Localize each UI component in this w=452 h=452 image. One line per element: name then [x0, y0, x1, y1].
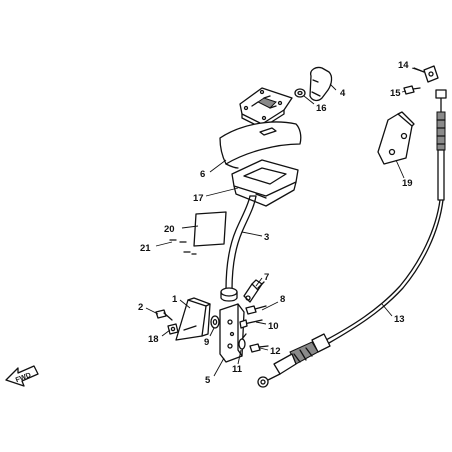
part-shift-lever — [225, 195, 257, 291]
callout-6: 6 — [200, 169, 205, 180]
callout-9: 9 — [204, 337, 209, 348]
part-main-bracket — [219, 303, 245, 363]
callout-21: 21 — [140, 243, 151, 254]
part-nut-18 — [167, 323, 179, 335]
callout-15: 15 — [390, 88, 401, 99]
part-console-cover — [219, 121, 302, 169]
callout-8: 8 — [280, 294, 285, 305]
callout-12: 12 — [270, 346, 281, 357]
part-shift-cable — [257, 89, 447, 388]
part-bolt-8 — [245, 305, 267, 315]
callout-7: 7 — [264, 272, 269, 283]
callout-19: 19 — [402, 178, 413, 189]
callout-numbers: 4 16 6 17 3 20 21 7 8 10 1 2 18 9 5 11 1… — [138, 60, 413, 386]
part-shift-gate-plate — [239, 87, 293, 129]
part-shift-boot-frame — [231, 159, 299, 207]
callout-2: 2 — [138, 302, 143, 313]
part-bolt-12 — [249, 343, 269, 353]
callout-4: 4 — [340, 88, 346, 99]
part-bolt-cluster — [243, 279, 265, 303]
part-washer-9 — [210, 315, 220, 329]
callout-5: 5 — [205, 375, 211, 386]
part-bolt-2 — [155, 309, 173, 321]
part-pin-10 — [239, 319, 263, 329]
callout-16: 16 — [316, 103, 327, 114]
callout-13: 13 — [394, 314, 405, 325]
callout-14: 14 — [398, 60, 409, 71]
callout-3: 3 — [264, 232, 269, 243]
part-clevis — [413, 65, 439, 83]
callout-20: 20 — [164, 224, 175, 235]
part-decal — [193, 211, 227, 247]
part-washer — [294, 88, 306, 98]
part-shift-knob — [309, 66, 333, 102]
part-pivot-base — [220, 287, 238, 302]
part-bolt-15 — [403, 85, 421, 95]
leader-lines — [145, 67, 425, 377]
part-bracket-plate — [175, 297, 211, 341]
callout-18: 18 — [148, 334, 159, 345]
callout-17: 17 — [193, 193, 204, 204]
part-cable-bracket — [377, 111, 415, 165]
callout-11: 11 — [232, 364, 243, 375]
fwd-direction-arrow: FWD — [5, 365, 39, 387]
callout-1: 1 — [172, 294, 178, 305]
callout-10: 10 — [268, 321, 279, 332]
part-pivot-pin — [238, 333, 247, 350]
part-small-clips — [169, 239, 197, 255]
